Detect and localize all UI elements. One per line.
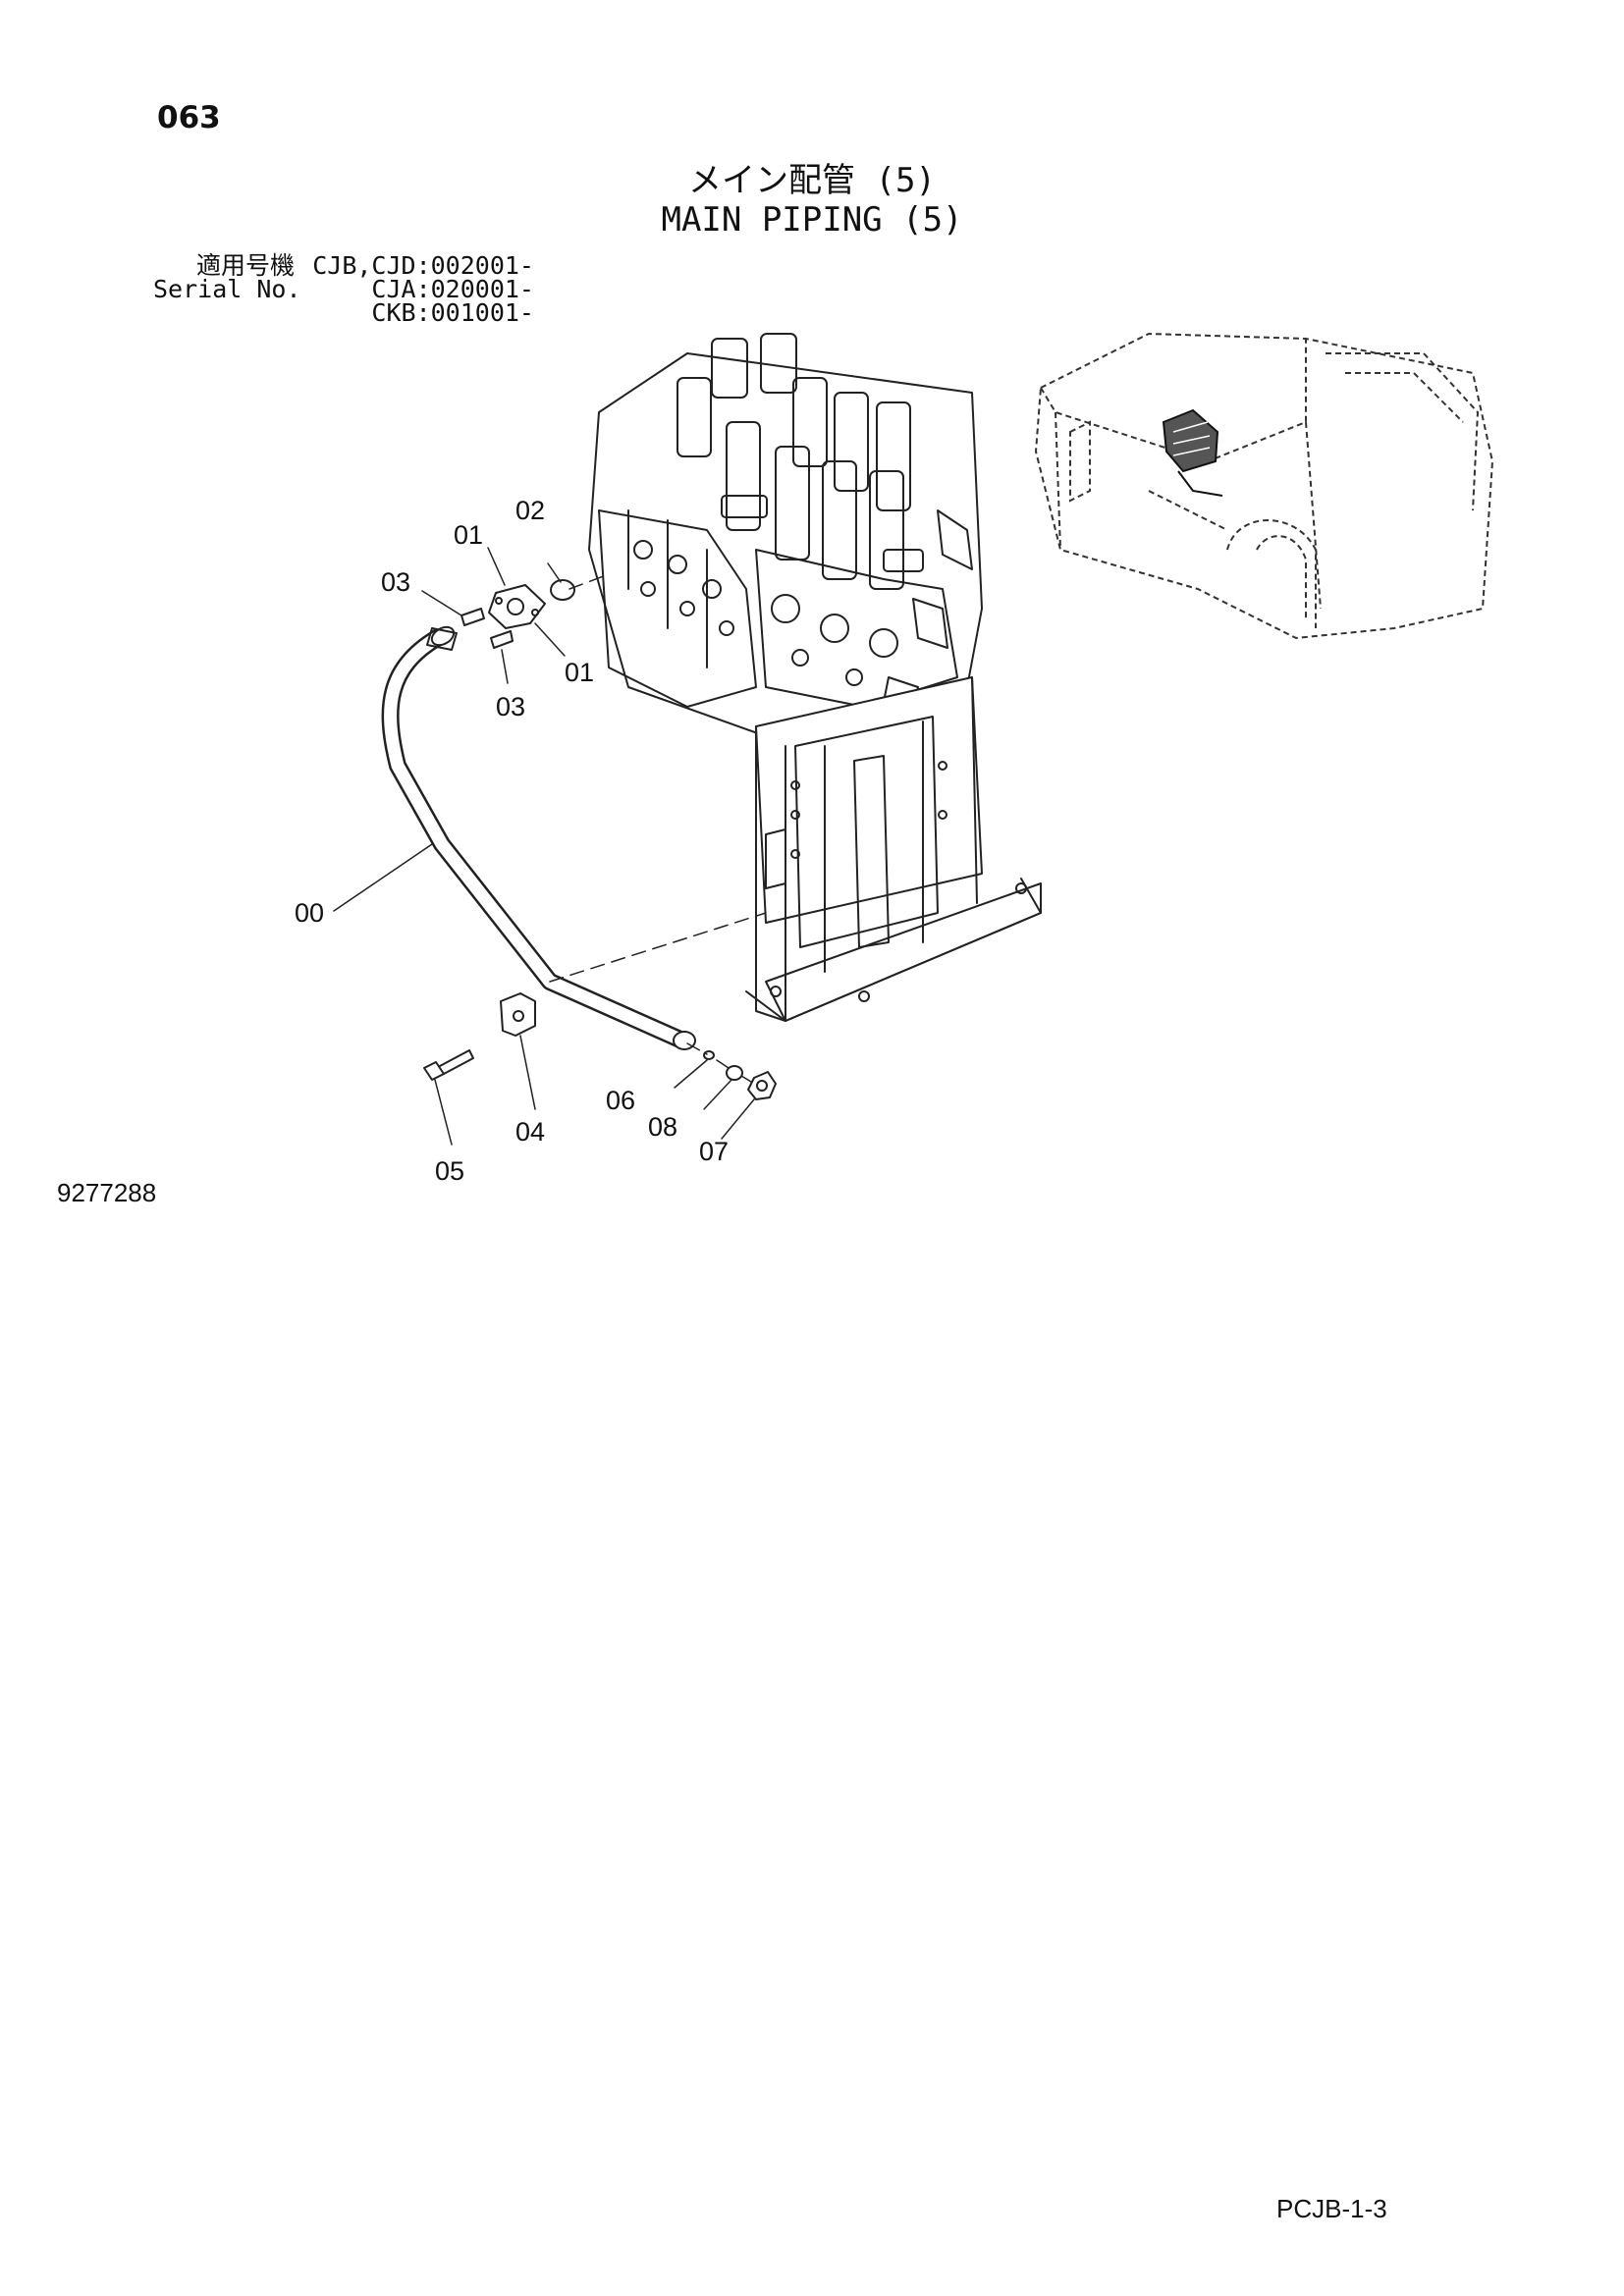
- callout-07: 07: [699, 1137, 730, 1166]
- callout-02: 02: [515, 496, 546, 525]
- serial-value-3: CKB:001001-: [371, 298, 534, 327]
- leader-lines: [333, 547, 755, 1146]
- serial-label-ja: 適用号機: [195, 251, 295, 280]
- bolts-03: [460, 608, 514, 649]
- callout-06: 06: [606, 1086, 636, 1115]
- footer-code: PCJB-1-3: [1276, 2194, 1387, 2223]
- callout-01-bottom: 01: [565, 658, 595, 687]
- inset-valve-highlight: [1162, 408, 1223, 497]
- serial-label-block: 適用号機 Serial No.: [153, 251, 301, 301]
- callout-00: 00: [295, 898, 325, 928]
- page-title-japanese: メイン配管 (5): [688, 161, 936, 200]
- spool-caps: [677, 333, 924, 590]
- o-ring-06: [703, 1050, 715, 1060]
- flange-01: [488, 584, 546, 629]
- plug-07: [747, 1071, 777, 1100]
- bolt-05: [423, 1049, 474, 1081]
- o-ring-02: [550, 579, 575, 601]
- callout-05: 05: [435, 1156, 465, 1186]
- callout-04: 04: [515, 1117, 546, 1147]
- serial-value-2: CJA:020001-: [371, 275, 534, 303]
- serial-value-1: CJB,CJD:002001-: [312, 251, 534, 280]
- page-number: 063: [157, 100, 221, 135]
- assembly-lines: [549, 573, 767, 1083]
- serial-label-en: Serial No.: [153, 275, 301, 303]
- clamp-04: [500, 992, 536, 1037]
- valve-stand: [745, 676, 1042, 1022]
- serial-values-block: CJB,CJD:002001- CJA:020001- CKB:001001-: [312, 251, 534, 327]
- main-pipe-00: [381, 625, 696, 1050]
- control-valve-assembly: [588, 333, 983, 737]
- inset-machine-location: [1034, 332, 1494, 640]
- figure-number: 9277288: [57, 1178, 157, 1207]
- callout-03-top: 03: [381, 567, 411, 597]
- page-title-english: MAIN PIPING (5): [661, 200, 963, 240]
- callout-03-bottom: 03: [496, 692, 526, 721]
- o-ring-08: [726, 1065, 743, 1081]
- callout-08: 08: [648, 1112, 678, 1142]
- callout-01-top: 01: [454, 520, 484, 550]
